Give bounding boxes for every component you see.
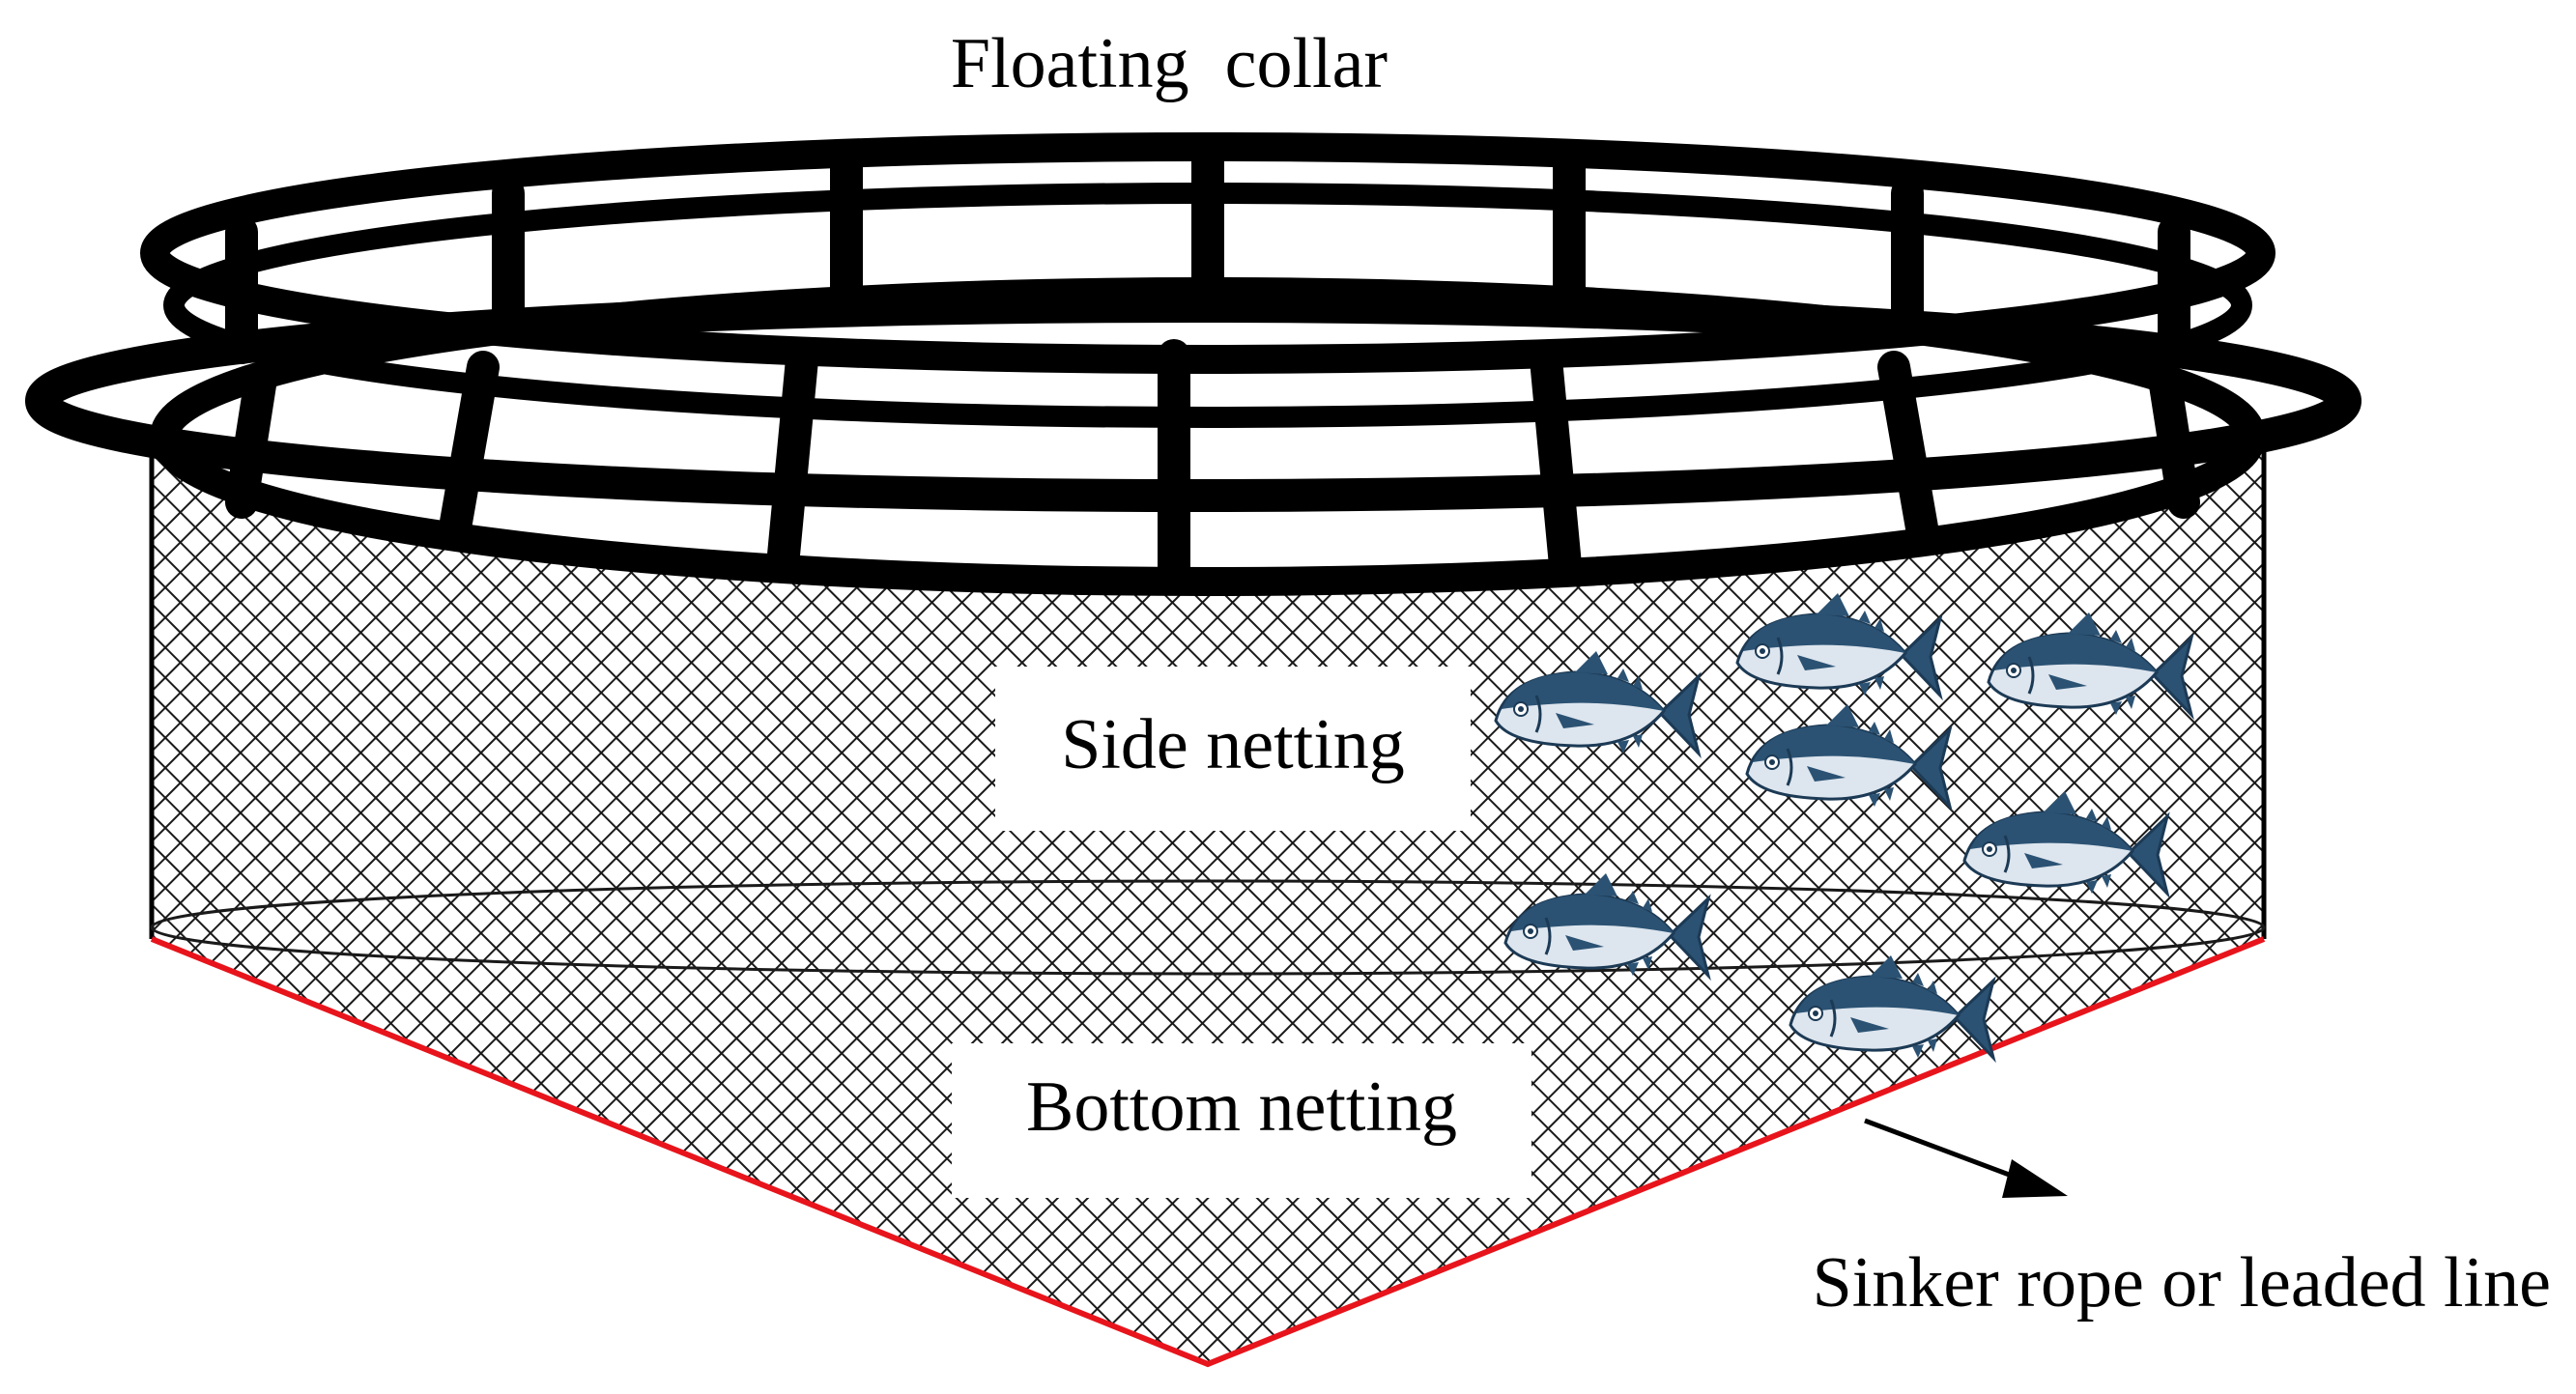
sinker-rope-label: Sinker rope or leaded line [1813,1243,2551,1323]
sinker-rope-line [150,936,2266,1368]
arrow-right-icon [1864,1118,2068,1198]
side-netting-label: Side netting [1061,705,1405,784]
net-bottom-rim [150,879,2266,976]
floating-collar [25,132,2361,596]
bottom-netting-label-box [952,1043,1531,1198]
side-netting-label-box [995,667,1471,831]
bottom-netting-label: Bottom netting [1026,1067,1457,1147]
floating-collar-label: Floating collar [951,24,1388,103]
